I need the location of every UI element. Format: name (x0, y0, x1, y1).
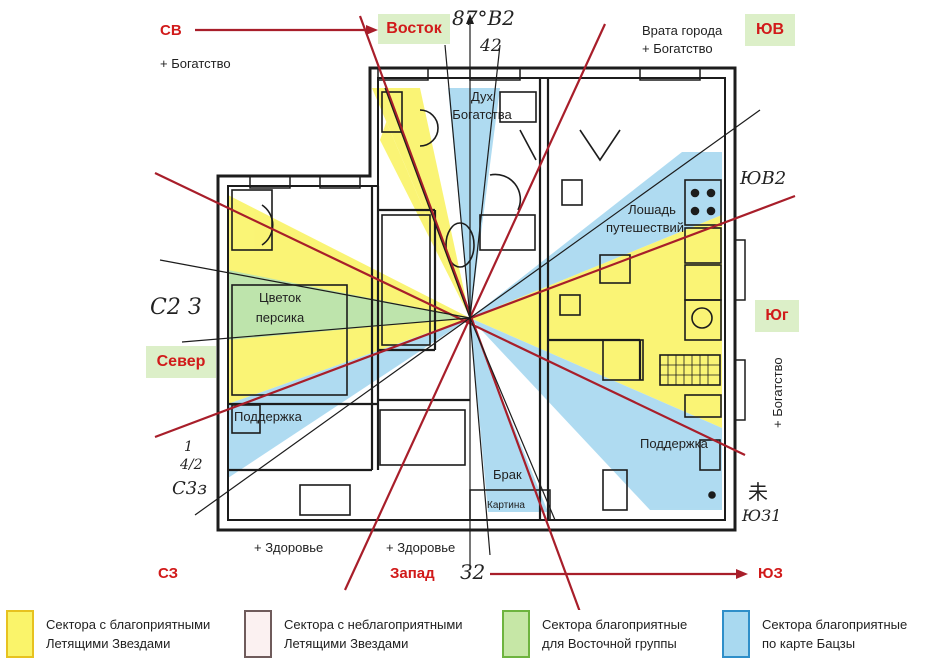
peach-flower-line2: персика (255, 310, 305, 325)
health-label-1: + Здоровье (254, 540, 324, 555)
city-gate-label: Врата города (642, 23, 723, 38)
legend-line: Сектора благоприятные (542, 617, 688, 632)
city-gate-wealth-label: + Богатство (642, 41, 713, 56)
legend-text-unfavorable-stars: Сектора с неблагоприятными Летящими Звез… (284, 616, 463, 654)
legend-swatch-green (502, 610, 530, 658)
direction-south: Юг (755, 300, 799, 332)
legend-line: Сектора благоприятные (762, 617, 908, 632)
handwritten-nw-2: 4/2 (180, 457, 203, 473)
legend-line: для Восточной группы (542, 635, 677, 651)
direction-west: Запад (390, 565, 435, 582)
support-right-label: Поддержка (640, 436, 708, 451)
marriage-label: Брак (493, 467, 522, 482)
handwritten-nw-1: 1 (184, 439, 193, 455)
sector-blue-spirit (448, 88, 500, 318)
direction-east: Восток (378, 14, 450, 44)
direction-ne: СВ (160, 22, 182, 39)
sector-boundaries (159, 14, 761, 570)
legend-swatch-yellow (6, 610, 34, 658)
sector-blue-support-right (470, 318, 722, 510)
travel-horse-line1: Лошадь (628, 202, 676, 217)
sector-blue-support-left (228, 318, 470, 478)
sector-yellow-top-b (372, 88, 470, 318)
handwritten-nw-3: С3з (172, 478, 208, 499)
travel-horse-line2: путешествий (605, 220, 685, 235)
handwritten-top-sub: 42 (480, 36, 502, 56)
spirit-of-wealth-line1: Дух (470, 89, 494, 104)
picture-label: Картина (487, 500, 525, 511)
spirit-of-wealth-line2: Богатства (452, 107, 512, 122)
legend-east-group: Сектора благоприятные для Восточной груп… (502, 610, 712, 662)
support-left-label: Поддержка (234, 409, 302, 424)
sector-yellow-south (470, 215, 722, 428)
wealth-south-label: + Богатство (770, 357, 785, 428)
wealth-ne-label: + Богатство (160, 56, 231, 71)
handwritten-sw-1: 未 (748, 480, 768, 504)
legend-line: Летящими Звездами (46, 635, 171, 651)
legend-line: Сектора с неблагоприятными (284, 617, 463, 632)
handwritten-top: 87°В2 (452, 6, 515, 30)
peach-flower-line1: Цветок (259, 290, 301, 305)
health-label-2: + Здоровье (386, 540, 456, 555)
legend-line: Летящими Звездами (284, 635, 409, 651)
sector-blue-horse (470, 152, 722, 318)
direction-north: Север (146, 346, 216, 378)
legend-favorable-stars: Сектора с благоприятными Летящими Звезда… (6, 610, 236, 662)
floor-plan-drawing (154, 14, 796, 610)
direction-nw: СЗ (158, 565, 179, 582)
legend-text-favorable-stars: Сектора с благоприятными Летящими Звезда… (46, 616, 210, 654)
legend-unfavorable-stars: Сектора с неблагоприятными Летящими Звез… (244, 610, 494, 662)
legend-line: по карте Бацзы (762, 635, 856, 651)
legend-swatch-blue (722, 610, 750, 658)
handwritten-se: ЮВ2 (740, 168, 787, 189)
handwritten-bottom: З2 (460, 560, 486, 584)
legend-swatch-pink (244, 610, 272, 658)
walls-layer (216, 66, 746, 532)
direction-sw: ЮЗ (758, 565, 783, 582)
handwritten-north: С2 З (150, 295, 202, 320)
furniture-layer (231, 91, 722, 516)
legend-text-east-group: Сектора благоприятные для Восточной груп… (542, 616, 687, 654)
handwritten-sw-2: ЮЗ1 (742, 506, 782, 525)
legend-line: Сектора с благоприятными (46, 617, 211, 632)
sectors-layer (228, 88, 722, 512)
legend-text-bazi-map: Сектора благоприятные по карте Бацзы (762, 616, 907, 654)
legend-bazi-map: Сектора благоприятные по карте Бацзы (722, 610, 944, 662)
direction-se: ЮВ (745, 14, 795, 46)
